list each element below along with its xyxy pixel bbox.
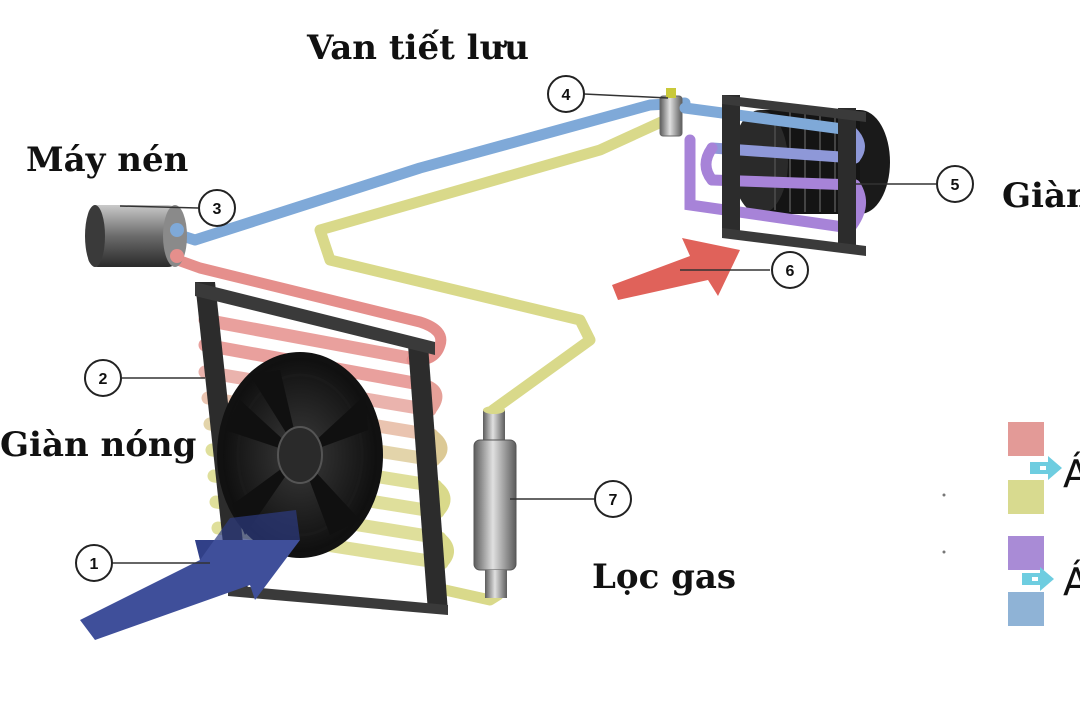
label-condenser: Giàn nóng — [0, 425, 197, 465]
legend-text-high: Á — [1063, 452, 1080, 496]
label-evaporator: Giàn — [1002, 176, 1080, 216]
callout-7: 7 — [594, 480, 632, 518]
callout-1: 1 — [75, 544, 113, 582]
callout-1-text: 1 — [90, 556, 99, 573]
callout-5: 5 — [936, 165, 974, 203]
legend-text-low: Á — [1063, 560, 1080, 604]
evaporator — [679, 95, 890, 256]
callout-7-text: 7 — [609, 492, 618, 509]
callout-3: 3 — [198, 189, 236, 227]
legend-arrow-icon — [1022, 456, 1062, 591]
airflow-arrow-hot — [612, 238, 740, 300]
callout-6-text: 6 — [786, 263, 795, 280]
expansion-valve — [659, 88, 683, 137]
filter-drier — [473, 406, 517, 598]
callout-6: 6 — [771, 251, 809, 289]
label-filter: Lọc gas — [592, 557, 737, 597]
callout-2: 2 — [84, 359, 122, 397]
callout-5-text: 5 — [951, 177, 960, 194]
callout-4-text: 4 — [562, 87, 571, 104]
label-compressor: Máy nén — [26, 140, 189, 180]
legend-swatch-high-gas — [1008, 422, 1044, 456]
legend-swatch-low-liquid — [1008, 536, 1044, 570]
label-expansion-valve: Van tiết lưu — [307, 28, 529, 68]
legend — [942, 422, 1062, 626]
legend-swatch-low-gas — [1008, 592, 1044, 626]
callout-4: 4 — [547, 75, 585, 113]
airflow-arrow-cold — [80, 510, 300, 640]
suction-line-blue — [164, 97, 691, 246]
legend-swatch-high-liquid — [1008, 480, 1044, 514]
callout-2-text: 2 — [99, 371, 108, 388]
callout-3-text: 3 — [213, 201, 222, 218]
compressor — [85, 205, 187, 267]
callout-leaders — [112, 93, 936, 564]
